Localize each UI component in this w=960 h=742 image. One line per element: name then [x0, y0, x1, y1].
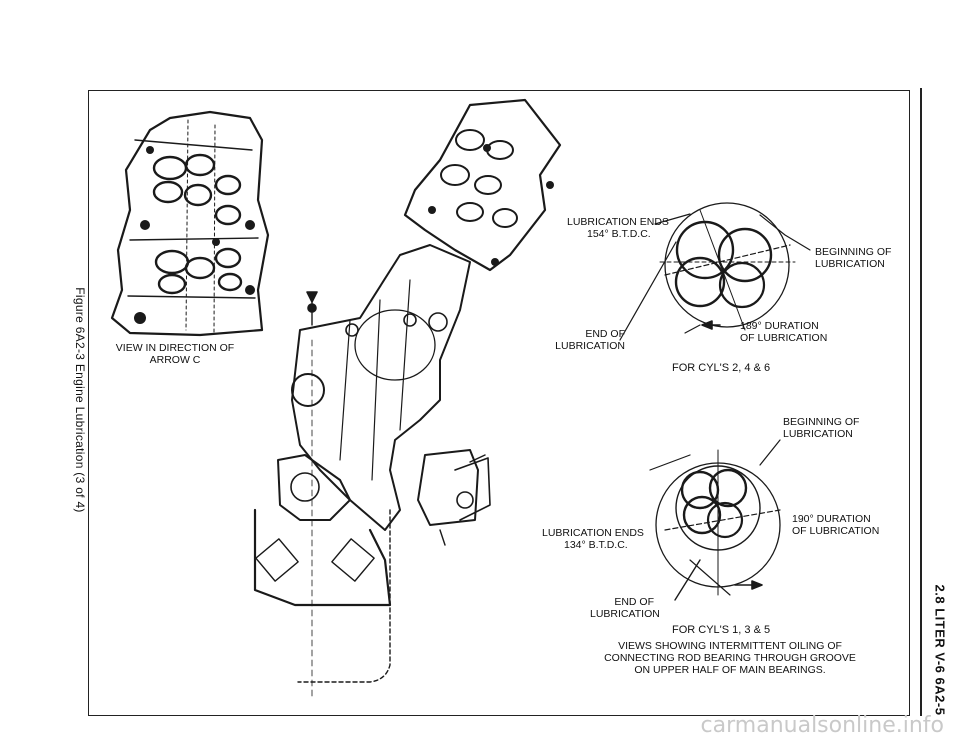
cylinder-head-view: [110, 110, 270, 337]
top-duration-label: 189° DURATION OF LUBRICATION: [740, 320, 828, 344]
footnote: VIEWS SHOWING INTERMITTENT OILING OF CON…: [604, 640, 856, 676]
page-edge-rule: [920, 88, 922, 716]
figure-frame: [88, 90, 910, 716]
bottom-duration-label: 190° DURATION OF LUBRICATION: [792, 513, 880, 537]
top-beginning-label: BEGINNING OF LUBRICATION: [815, 246, 892, 270]
watermark: carmanualsonline.info: [700, 713, 944, 738]
top-end-label: END OF LUBRICATION: [555, 328, 625, 352]
engine-block-cutaway: [253, 98, 562, 701]
top-diagram-caption: FOR CYL'S 2, 4 & 6: [672, 362, 771, 374]
bottom-lubrication-ends-label: LUBRICATION ENDS 134° B.T.D.C.: [542, 527, 644, 551]
bottom-diagram-caption: FOR CYL'S 1, 3 & 5: [672, 624, 771, 636]
head-view-label: VIEW IN DIRECTION OF ARROW C: [115, 342, 235, 366]
top-bearing-diagram: [619, 202, 811, 341]
top-lubrication-ends-label: LUBRICATION ENDS 154° B.T.D.C.: [567, 216, 669, 240]
bottom-end-label: END OF LUBRICATION: [590, 596, 660, 620]
bottom-bearing-diagram: [649, 439, 781, 601]
bottom-beginning-label: BEGINNING OF LUBRICATION: [783, 416, 860, 440]
